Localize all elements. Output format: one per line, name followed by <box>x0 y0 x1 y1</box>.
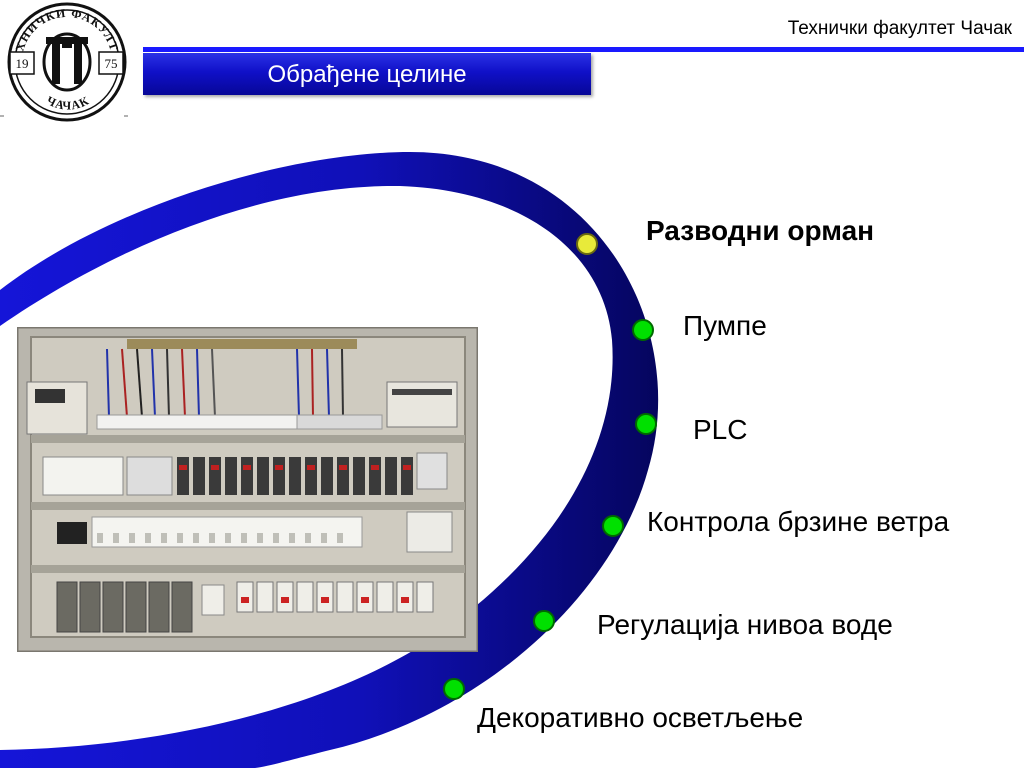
item-pumpe: Пумпе <box>683 310 767 341</box>
svg-text:ЧАЧАК: ЧАЧАК <box>44 93 91 112</box>
title-bar: Обрађене целине <box>143 53 591 95</box>
item-plc: PLC <box>693 414 748 445</box>
cabinet-photo <box>17 327 478 652</box>
item-kontrola-brzine-vetra: Контрола брзине ветра <box>647 506 950 537</box>
logo-emblem <box>42 32 92 92</box>
page-title: Обрађене целине <box>267 61 467 88</box>
item-razvodni-orman: Разводни орман <box>646 215 875 246</box>
institution-name: Технички факултет Чачак <box>787 18 1012 39</box>
item-dekorativno-osvetljenje: Декоративно осветљење <box>477 702 804 733</box>
logo-year-right: 75 <box>105 56 118 71</box>
bullet-dot <box>443 678 465 700</box>
item-regulacija-nivoa-vode: Регулација нивоа воде <box>597 609 893 640</box>
bullet-dot <box>632 319 654 341</box>
bullet-dot <box>635 413 657 435</box>
bullet-dot <box>533 610 555 632</box>
logo-bottom-text: ЧАЧАК <box>44 93 90 112</box>
bullet-dot <box>602 515 624 537</box>
bullet-dot <box>576 233 598 255</box>
header-rule <box>143 47 1024 52</box>
logo-year-left: 19 <box>16 56 29 71</box>
faculty-logo: ТЕХНИЧКИ ФАКУЛТЕТ ЧАЧАК 19 75 <box>0 0 128 122</box>
